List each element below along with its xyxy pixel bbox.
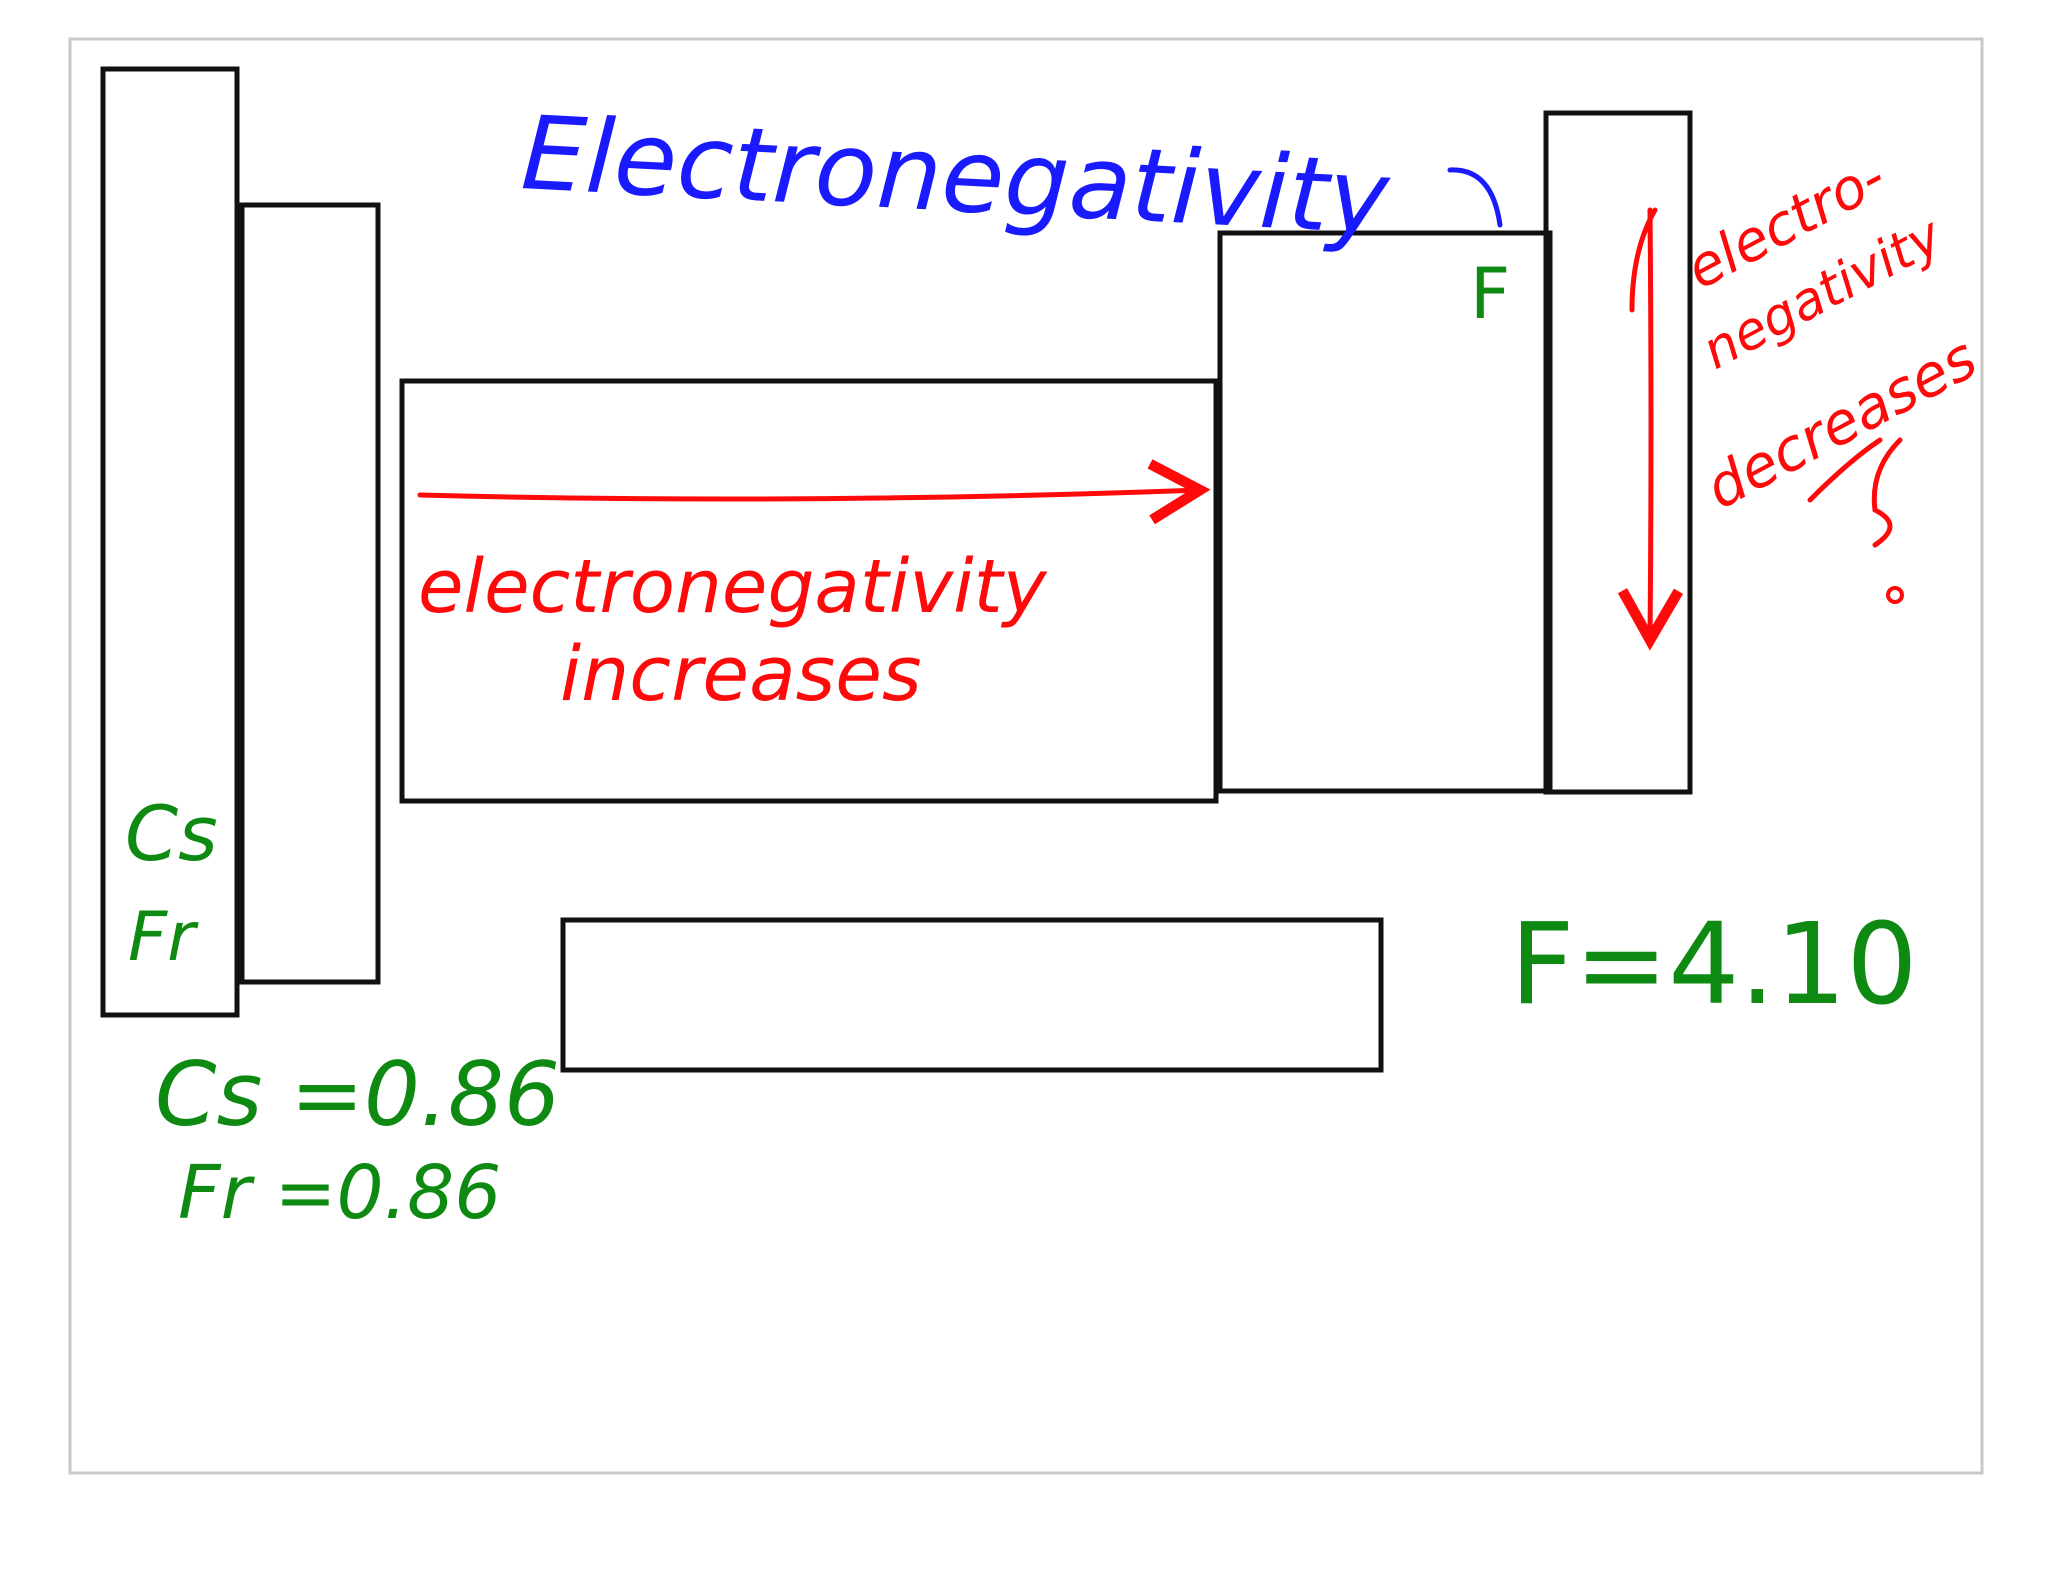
horizontal-trend-line2: increases	[560, 629, 922, 718]
f-block	[560, 917, 1384, 1073]
vertical-trend-arrow	[1617, 207, 1683, 651]
question-mark-dot	[1886, 586, 1904, 604]
horizontal-trend-line1: electronegativity	[418, 544, 1048, 630]
cesium-symbol: Cs	[125, 789, 218, 878]
group-2-block	[239, 202, 381, 985]
francium-value: Fr =0.86	[178, 1150, 501, 1236]
fluorine-symbol: F	[1470, 253, 1510, 335]
fluorine-value: F=4.10	[1510, 900, 1918, 1030]
cesium-value: Cs =0.86	[155, 1043, 560, 1146]
periodic-table-outline	[100, 66, 1693, 1073]
title-underline-stroke	[1447, 167, 1503, 228]
question-mark-stroke	[1807, 437, 1903, 548]
francium-symbol: Fr	[128, 898, 199, 977]
group-1-block	[100, 66, 240, 1018]
p-block	[1217, 230, 1553, 794]
noble-gas-block	[1543, 110, 1693, 795]
transition-metals-block	[399, 378, 1219, 804]
horizontal-trend-arrow	[417, 459, 1211, 525]
slide-frame	[68, 37, 1984, 1475]
